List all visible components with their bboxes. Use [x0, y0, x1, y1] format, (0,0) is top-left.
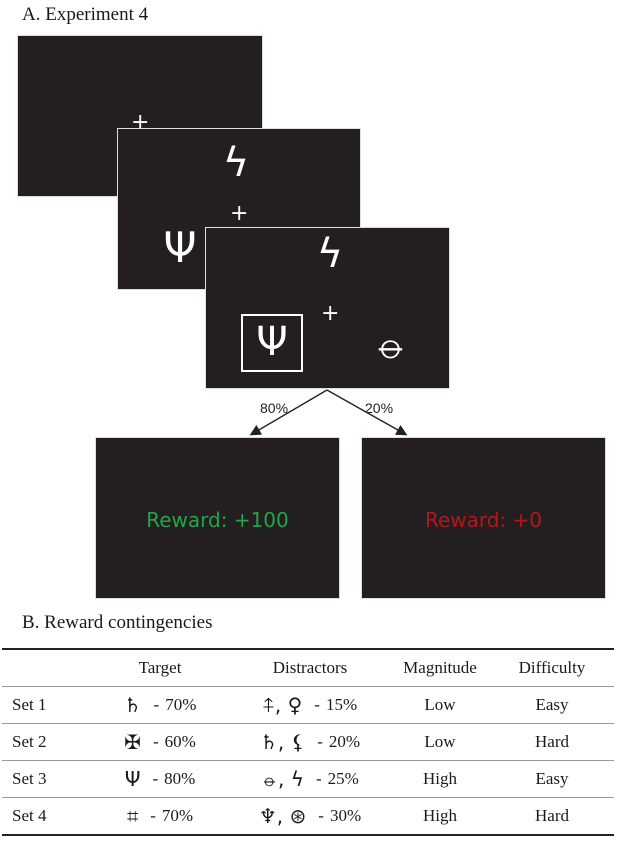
section-b-title: B. Reward contingencies [22, 612, 213, 633]
reward-low-text: Reward: +0 [424, 508, 543, 532]
target-symbol: ⌗ [126, 804, 139, 828]
magnitude-cell: Low [390, 686, 490, 724]
difficulty-cell: Hard [490, 797, 614, 835]
section-a-title: A. Experiment 4 [22, 4, 149, 25]
distractor-cell: ⍏, ♀-15% [230, 686, 390, 724]
header-magnitude: Magnitude [403, 658, 477, 677]
target-cell: ⌗-70% [90, 797, 230, 835]
target-symbol: Ψ [124, 767, 141, 791]
table-row: Set 4 ⌗-70% ♆, ⊛-30% High Hard [2, 797, 614, 835]
set-label: Set 1 [2, 686, 90, 724]
distractor-pct: 15% [325, 695, 358, 714]
table-row: Set 3 Ψ-80% ⦵, ϟ-25% High Easy [2, 760, 614, 798]
reward-table: Target Distractors Magnitude Difficulty … [2, 648, 614, 836]
distractor-pct: 25% [327, 769, 359, 788]
difficulty-cell: Hard [490, 723, 614, 761]
reward-screen-low: Reward: +0 [361, 437, 606, 599]
search-screen: ϟ + Ψ ⦵ [205, 227, 450, 389]
magnitude-cell: High [390, 797, 490, 835]
table-row: Set 1 ♄-70% ⍏, ♀-15% Low Easy [2, 686, 614, 724]
target-cell: ✠-60% [90, 723, 230, 761]
target-glyph: Ψ [163, 223, 197, 272]
reward-screen-high: Reward: +100 [95, 437, 340, 599]
distractor-pct: 20% [328, 732, 361, 751]
header-target: Target [138, 658, 182, 677]
fixation-cross: + [321, 301, 340, 326]
difficulty-cell: Easy [490, 686, 614, 724]
target-pct: 60% [164, 732, 196, 751]
target-pct: 70% [161, 806, 194, 825]
target-box: Ψ [241, 314, 303, 372]
distractor-symbols: ♄, ⚸ [259, 730, 306, 754]
distractor-symbols: ♆, ⊛ [258, 804, 307, 828]
magnitude-cell: High [390, 760, 490, 798]
target-glyph: Ψ [256, 319, 288, 365]
prob-right: 20% [365, 400, 394, 416]
header-set [2, 649, 90, 687]
target-cell: Ψ-80% [90, 760, 230, 798]
fixation-cross: + [230, 201, 249, 226]
distractor-glyph: ⦵ [373, 319, 409, 368]
target-pct: 70% [165, 695, 197, 714]
set-label: Set 2 [2, 723, 90, 761]
distractor-cell: ♆, ⊛-30% [230, 797, 390, 835]
table-header-row: Target Distractors Magnitude Difficulty [2, 649, 614, 687]
target-pct: 80% [164, 769, 196, 788]
distractor-symbols: ⍏, ♀ [262, 693, 303, 717]
target-cell: ♄-70% [90, 686, 230, 724]
header-distractors: Distractors [272, 658, 348, 677]
top-glyph: ϟ [316, 231, 344, 277]
target-symbol: ✠ [124, 730, 141, 754]
set-label: Set 3 [2, 760, 90, 798]
set-label: Set 4 [2, 797, 90, 835]
table-row: Set 2 ✠-60% ♄, ⚸-20% Low Hard [2, 723, 614, 761]
target-symbol: ♄ [123, 693, 142, 717]
prob-left: 80% [260, 400, 289, 416]
distractor-symbols: ⦵, ϟ [261, 767, 304, 791]
difficulty-cell: Easy [490, 760, 614, 798]
header-difficulty: Difficulty [518, 658, 586, 677]
reward-high-text: Reward: +100 [146, 508, 289, 532]
magnitude-cell: Low [390, 723, 490, 761]
distractor-cell: ♄, ⚸-20% [230, 723, 390, 761]
top-glyph: ϟ [222, 140, 250, 186]
distractor-pct: 30% [329, 806, 362, 825]
distractor-cell: ⦵, ϟ-25% [230, 760, 390, 798]
